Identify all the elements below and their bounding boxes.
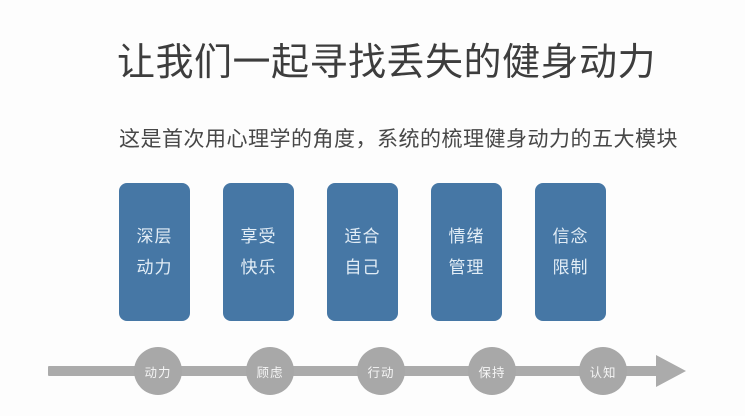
module-card-emotion-management: 情绪 管理 (431, 183, 502, 321)
module-card-label-line1: 信念 (552, 227, 589, 246)
module-card-label-line1: 深层 (136, 227, 173, 246)
module-cards-row: 深层 动力 享受 快乐 适合 自己 情绪 管理 信念 限制 (119, 183, 606, 321)
module-card-label-line1: 情绪 (448, 227, 485, 246)
slide-subtitle: 这是首次用心理学的角度，系统的梳理健身动力的五大模块 (119, 128, 678, 151)
module-card-label-line1: 适合 (344, 227, 381, 246)
slide-title: 让我们一起寻找丢失的健身动力 (117, 42, 657, 84)
module-card-label-line1: 享受 (240, 227, 277, 246)
timeline-node-label: 顾虑 (256, 365, 284, 380)
module-card-label-line2: 管理 (448, 258, 485, 277)
timeline-line (48, 366, 658, 376)
module-card-label-line2: 限制 (552, 258, 589, 277)
timeline-node-label: 动力 (144, 365, 172, 380)
timeline-node-label: 保持 (478, 365, 506, 380)
timeline-node-persistence: 保持 (468, 347, 516, 395)
module-card-label-line2: 动力 (136, 258, 173, 277)
module-card-label-line2: 快乐 (240, 258, 277, 277)
module-card-label-line2: 自己 (344, 258, 381, 277)
timeline-node-cognition: 认知 (579, 347, 627, 395)
module-card-enjoy-fun: 享受 快乐 (223, 183, 294, 321)
module-card-belief-limits: 信念 限制 (535, 183, 606, 321)
arrow-right-icon (656, 355, 686, 387)
module-card-deep-motivation: 深层 动力 (119, 183, 190, 321)
timeline-node-label: 认知 (589, 365, 617, 380)
timeline-node-action: 行动 (357, 347, 405, 395)
timeline-node-concerns: 顾虑 (246, 347, 294, 395)
timeline-node-motivation: 动力 (134, 347, 182, 395)
module-card-suit-yourself: 适合 自己 (327, 183, 398, 321)
timeline-node-label: 行动 (367, 365, 395, 380)
